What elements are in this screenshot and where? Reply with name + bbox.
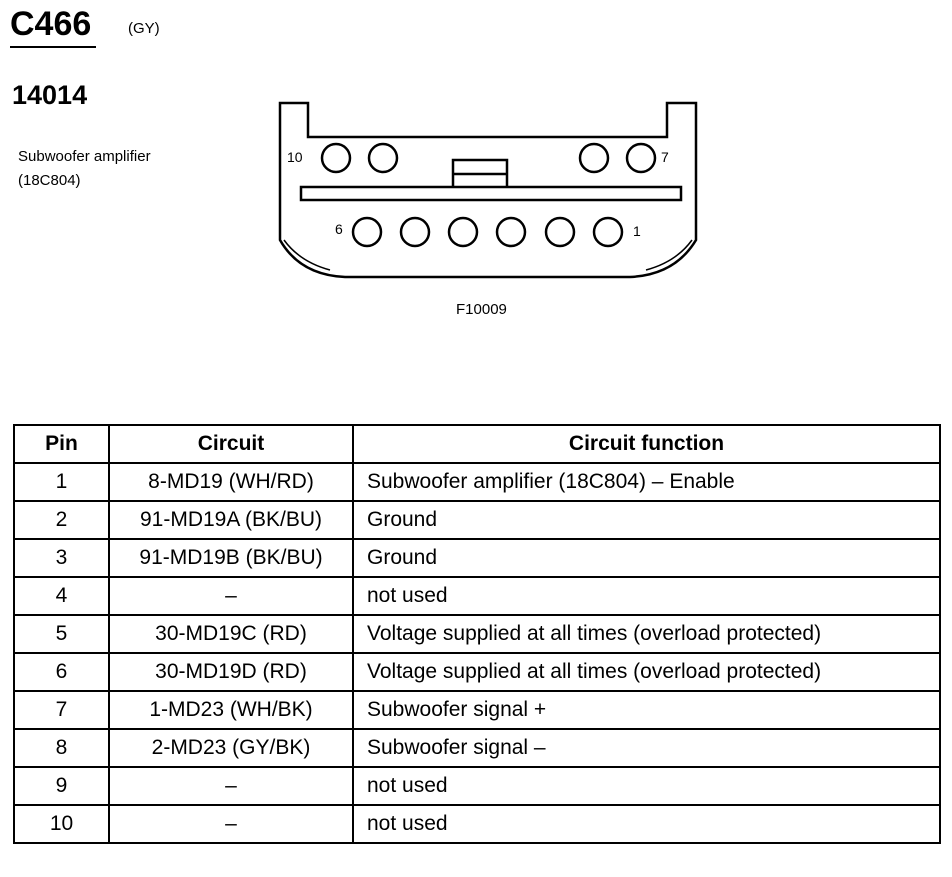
cell-circuit-function: not used bbox=[352, 804, 941, 844]
pin-3 bbox=[495, 216, 527, 248]
cell-pin: 8 bbox=[13, 728, 110, 768]
cell-circuit: 8-MD19 (WH/RD) bbox=[108, 462, 354, 502]
connector-color: (GY) bbox=[128, 20, 160, 37]
cell-circuit-function: Ground bbox=[352, 538, 941, 578]
table-header-row: Pin Circuit Circuit function bbox=[13, 424, 941, 464]
pin-5 bbox=[399, 216, 431, 248]
header-circuit-function: Circuit function bbox=[352, 424, 941, 464]
pin-4 bbox=[447, 216, 479, 248]
pin-label-bottom-left: 6 bbox=[335, 221, 343, 237]
pin-label-bottom-right: 1 bbox=[633, 223, 641, 239]
figure-id: F10009 bbox=[456, 301, 507, 318]
connector-face-drawing: 10 7 6 1 bbox=[278, 101, 698, 279]
cell-circuit-function: not used bbox=[352, 766, 941, 806]
cell-pin: 6 bbox=[13, 652, 110, 692]
pin-label-top-right: 7 bbox=[661, 149, 669, 165]
pin-7 bbox=[625, 142, 657, 174]
cell-circuit: 1-MD23 (WH/BK) bbox=[108, 690, 354, 730]
connector-housing-outline bbox=[278, 101, 698, 279]
cell-circuit: – bbox=[108, 804, 354, 844]
cell-circuit-function: Subwoofer signal + bbox=[352, 690, 941, 730]
cell-pin: 2 bbox=[13, 500, 110, 540]
cell-circuit-function: Subwoofer amplifier (18C804) – Enable bbox=[352, 462, 941, 502]
header-pin: Pin bbox=[13, 424, 110, 464]
cell-pin: 1 bbox=[13, 462, 110, 502]
cell-circuit: 2-MD23 (GY/BK) bbox=[108, 728, 354, 768]
header-circuit: Circuit bbox=[108, 424, 354, 464]
pin-2 bbox=[544, 216, 576, 248]
pin-10 bbox=[320, 142, 352, 174]
locking-tab bbox=[451, 158, 509, 187]
part-number: 14014 bbox=[12, 80, 88, 110]
cell-pin: 3 bbox=[13, 538, 110, 578]
cell-pin: 10 bbox=[13, 804, 110, 844]
table-row: 4–not used bbox=[13, 576, 941, 616]
cell-circuit-function: Voltage supplied at all times (overload … bbox=[352, 614, 941, 654]
cell-circuit-function: Subwoofer signal – bbox=[352, 728, 941, 768]
cell-circuit: 30-MD19C (RD) bbox=[108, 614, 354, 654]
cell-circuit-function: Ground bbox=[352, 500, 941, 540]
connector-inner-curve bbox=[283, 239, 693, 271]
pin-8 bbox=[578, 142, 610, 174]
component-name: Subwoofer amplifier bbox=[18, 148, 151, 165]
cell-pin: 4 bbox=[13, 576, 110, 616]
pin-6 bbox=[351, 216, 383, 248]
cell-pin: 9 bbox=[13, 766, 110, 806]
cell-circuit: 91-MD19B (BK/BU) bbox=[108, 538, 354, 578]
pin-label-top-left: 10 bbox=[287, 149, 303, 165]
cell-pin: 7 bbox=[13, 690, 110, 730]
cell-circuit-function: Voltage supplied at all times (overload … bbox=[352, 652, 941, 692]
cell-circuit: – bbox=[108, 576, 354, 616]
cell-pin: 5 bbox=[13, 614, 110, 654]
pin-1 bbox=[592, 216, 624, 248]
connector-code: C466 bbox=[10, 5, 92, 43]
cell-circuit: 91-MD19A (BK/BU) bbox=[108, 500, 354, 540]
component-code: (18C804) bbox=[18, 172, 81, 189]
connector-code-underline bbox=[10, 46, 96, 48]
cell-circuit-function: not used bbox=[352, 576, 941, 616]
cell-circuit: 30-MD19D (RD) bbox=[108, 652, 354, 692]
table-row: 10–not used bbox=[13, 804, 941, 844]
center-rail bbox=[299, 185, 683, 202]
cell-circuit: – bbox=[108, 766, 354, 806]
pin-9 bbox=[367, 142, 399, 174]
table-row: 9–not used bbox=[13, 766, 941, 806]
